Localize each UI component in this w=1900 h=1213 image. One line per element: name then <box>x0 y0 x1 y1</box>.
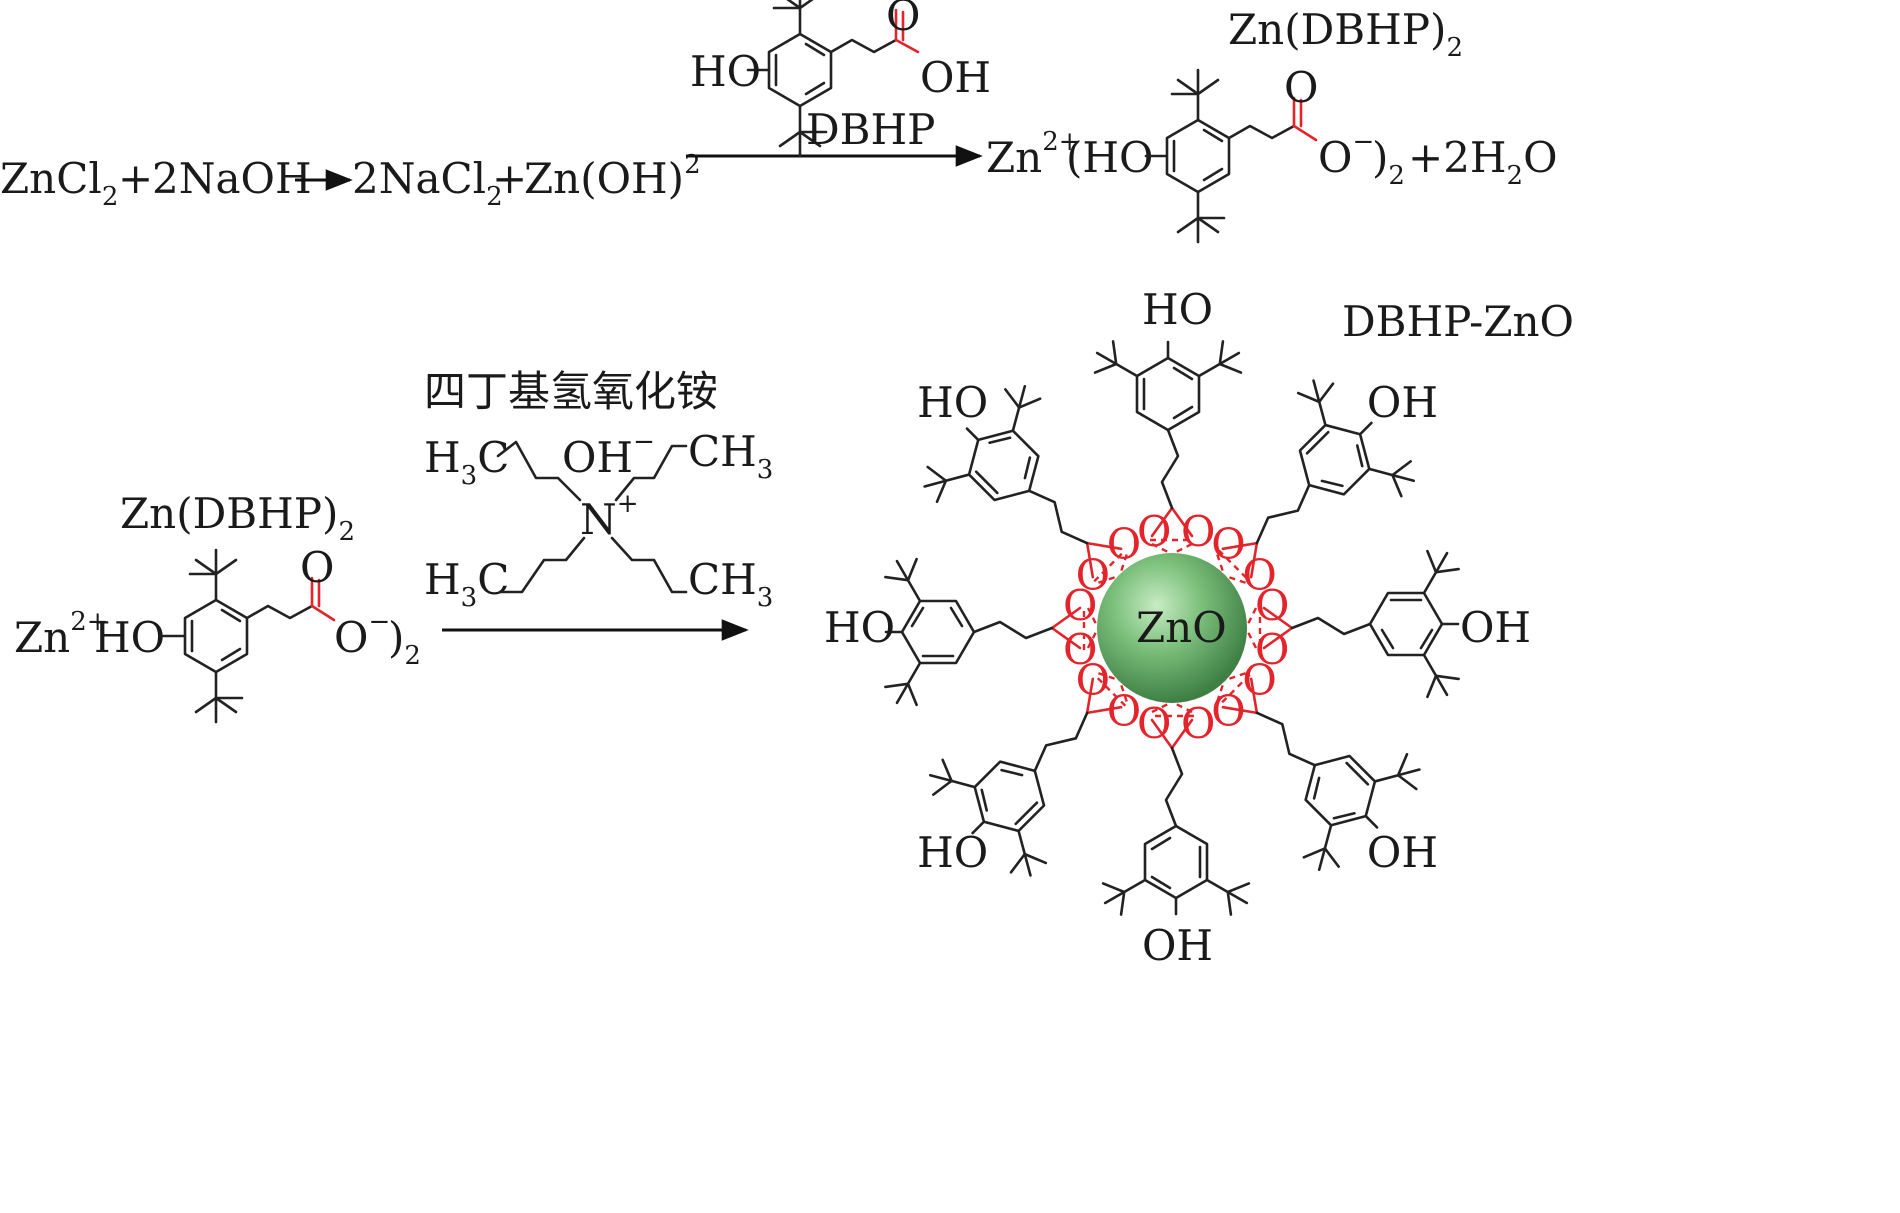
ligand-2 <box>1093 340 1243 556</box>
ligand-4 <box>884 557 1100 707</box>
start-ho: HO <box>94 613 165 662</box>
zn-dbhp2-product: Zn(DBHP)2 Zn2+ (HO O O− )2 +2H2O <box>986 5 1558 244</box>
product-water: +2H2O <box>1408 133 1558 191</box>
dbhp-name: DBHP <box>806 105 935 154</box>
product-name: DBHP-ZnO <box>1342 297 1574 346</box>
ligand-hydroxyl-label: OH <box>1460 603 1531 652</box>
product-o-minus: O− <box>1318 127 1374 182</box>
znoh2-text: Zn(OH)2 <box>524 150 701 203</box>
h3c-bottom-left: H3C <box>424 555 509 613</box>
zno-core-label: ZnO <box>1136 603 1227 652</box>
tbah-reagent: 四丁基氢氧化铵 H3C OH− CH3 N+ H3C CH3 <box>424 367 773 613</box>
carboxyl-oxygen: O <box>1076 551 1110 600</box>
ch3-bottom-right: CH3 <box>688 555 773 613</box>
dbhp-structure: HO O OH DBHP <box>690 0 991 158</box>
start-title: Zn(DBHP)2 <box>120 489 355 547</box>
carboxyl-oxygen: O <box>1255 581 1289 630</box>
start-zn-ion: Zn2+ <box>14 607 109 662</box>
carboxyl-oxygen: O <box>1181 699 1215 748</box>
ligand-5 <box>1244 549 1460 699</box>
ligand-hydroxyl-label: OH <box>1367 378 1438 427</box>
carboxyl-oxygen: O <box>1242 551 1276 600</box>
ligand-3 <box>1216 379 1416 584</box>
product-zn-ion: Zn2+ <box>986 127 1081 182</box>
dbhp-ho-label: HO <box>690 47 761 96</box>
carboxyl-oxygen: O <box>1211 686 1245 735</box>
zno-core <box>1097 553 1247 703</box>
dbhp-o-label: O <box>886 0 920 40</box>
carboxyl-oxygen: O <box>1242 655 1276 704</box>
ligand-hydroxyl-label: HO <box>917 378 988 427</box>
dbhp-oh-label: OH <box>920 53 991 102</box>
carboxyl-oxygen: O <box>1076 655 1110 704</box>
naoh-text: 2NaOH <box>152 154 312 203</box>
h3c-top-left: H3C <box>424 433 509 491</box>
ligand-8 <box>1216 672 1421 872</box>
ligand-hydroxyl-label: HO <box>824 603 895 652</box>
ammonium-n: N+ <box>580 489 639 544</box>
ch3-top-right: CH3 <box>688 427 773 485</box>
zn-dbhp2-start: Zn(DBHP)2 Zn2+ HO O O− )2 <box>14 489 421 724</box>
ligand-hydroxyl-label: HO <box>1142 285 1213 334</box>
carboxyl-oxygen: O <box>1137 507 1171 556</box>
ligand-hydroxyl-label: OH <box>1142 921 1213 970</box>
reaction-2: Zn(DBHP)2 Zn2+ HO O O− )2 四丁基氢氧化铵 H3C OH… <box>14 285 1574 970</box>
reaction-1: ZnCl2 + 2NaOH 2NaCl2 + Zn(OH)2 HO O OH D… <box>0 0 1558 244</box>
plus-sign: + <box>118 154 153 203</box>
product-title: Zn(DBHP)2 <box>1228 5 1463 63</box>
ligand-hydroxyl-label: OH <box>1367 828 1438 877</box>
carboxyl-oxygen: O <box>1063 581 1097 630</box>
ligand-6 <box>928 672 1128 877</box>
product-o-top: O <box>1284 63 1318 112</box>
product-close: )2 <box>1372 133 1405 191</box>
nacl2-text: 2NaCl2 <box>352 154 503 212</box>
ligand-1 <box>923 384 1128 584</box>
ligand-hydroxyl-label: HO <box>917 828 988 877</box>
carboxyl-oxygen: O <box>1211 520 1245 569</box>
start-close: )2 <box>388 613 421 671</box>
start-o-minus: O− <box>334 607 390 662</box>
carboxyl-oxygen: O <box>1181 507 1215 556</box>
tbah-name: 四丁基氢氧化铵 <box>424 367 718 416</box>
carboxyl-oxygen: O <box>1137 699 1171 748</box>
plus-sign: + <box>492 154 527 203</box>
product-ho: (HO <box>1066 133 1153 182</box>
carboxyl-oxygen: O <box>1107 686 1141 735</box>
carboxyl-oxygen: O <box>1255 625 1289 674</box>
start-o-top: O <box>300 543 334 592</box>
carboxyl-oxygen: O <box>1107 520 1141 569</box>
zncl2-text: ZnCl2 <box>0 154 118 212</box>
ligand-7 <box>1101 700 1251 916</box>
carboxyl-oxygen: O <box>1063 625 1097 674</box>
hydroxide-label: OH− <box>562 427 655 482</box>
